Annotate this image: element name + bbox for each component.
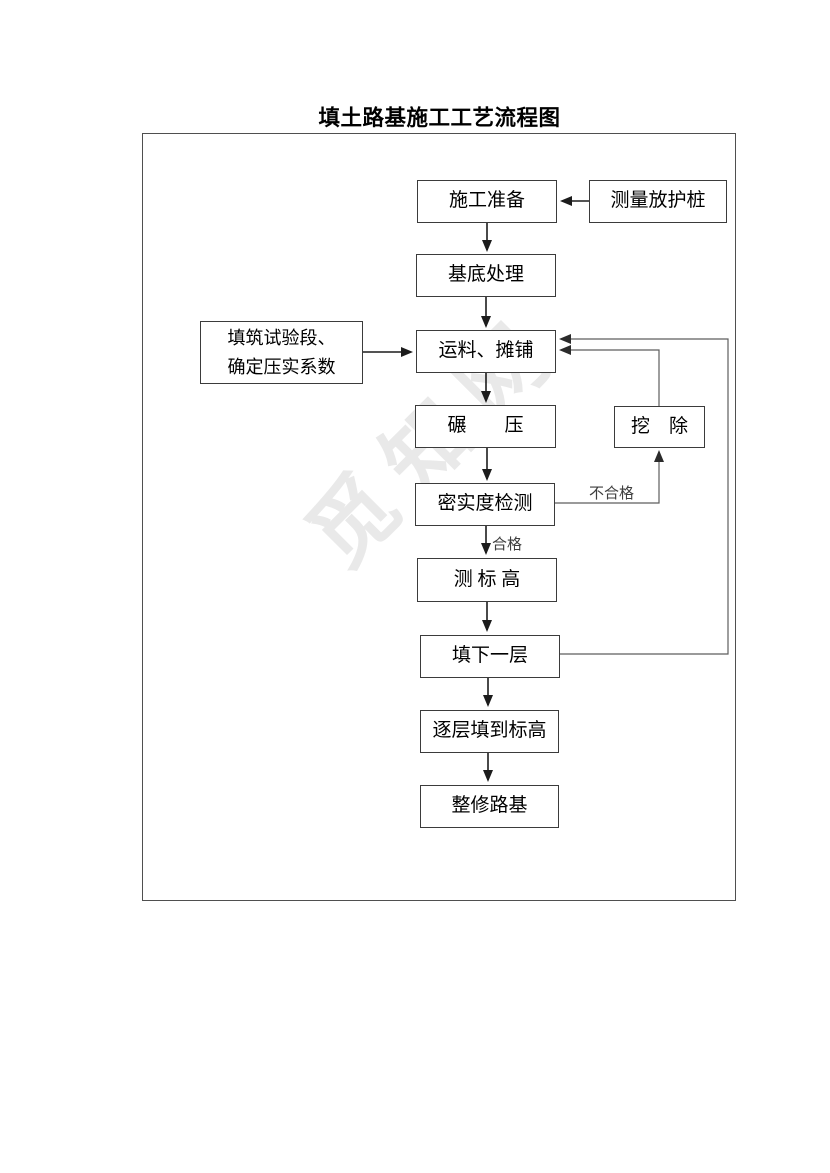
node-haul-and-spread: 运料、摊铺	[416, 330, 556, 373]
node-survey-protection-stakes: 测量放护桩	[589, 180, 727, 223]
node-rolling-compaction: 碾 压	[415, 405, 556, 448]
edge-label-pass: 合格	[492, 537, 523, 553]
node-density-test: 密实度检测	[415, 483, 555, 526]
node-trim-roadbed: 整修路基	[420, 785, 559, 828]
node-trial-section-line2: 确定压实系数	[227, 356, 336, 377]
page-title: 填土路基施工工艺流程图	[318, 106, 561, 130]
edge-label-fail: 不合格	[589, 486, 635, 502]
node-trial-section-line1: 填筑试验段、	[227, 327, 336, 348]
node-fill-to-grade: 逐层填到标高	[420, 710, 559, 753]
node-excavate-remove: 挖 除	[614, 406, 705, 448]
diagram-border-frame	[142, 133, 736, 901]
node-trial-section: 填筑试验段、 确定压实系数	[200, 321, 363, 384]
node-fill-next-layer: 填下一层	[420, 635, 560, 678]
node-measure-elevation: 测 标 高	[417, 558, 557, 602]
node-construction-prep: 施工准备	[417, 180, 557, 223]
node-base-treatment: 基底处理	[416, 254, 556, 297]
